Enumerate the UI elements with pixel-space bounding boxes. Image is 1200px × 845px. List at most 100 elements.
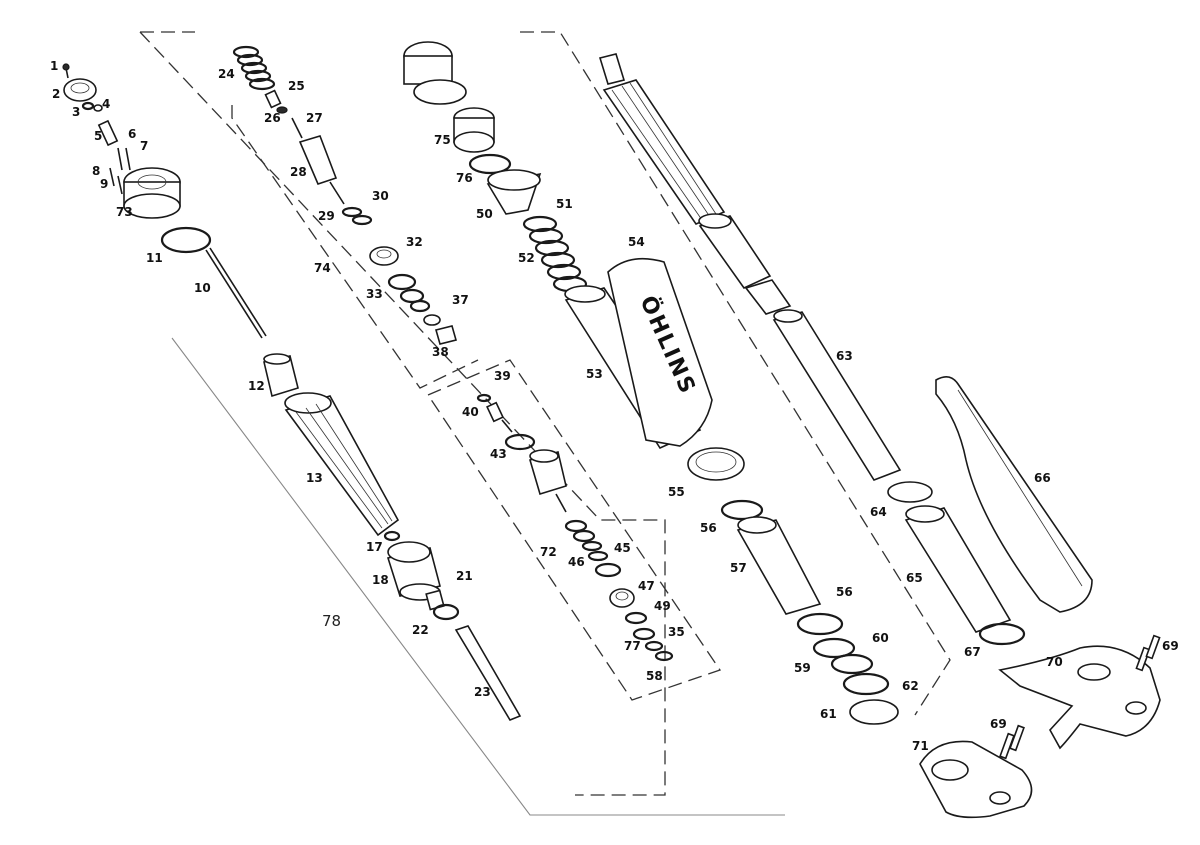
- part-27-needle: [291, 117, 303, 139]
- part-29-shim: [341, 206, 363, 218]
- part-49-ring: [624, 611, 648, 625]
- callout-51: 51: [556, 197, 573, 211]
- outline-right-group: [520, 31, 951, 716]
- part-77-shim: [632, 627, 656, 641]
- right-thread-section: [744, 279, 792, 315]
- callout-67: 67: [964, 645, 981, 659]
- part-58-nut: [654, 650, 674, 662]
- part-62-seal: [849, 699, 899, 725]
- part-65-tube-top: [905, 505, 945, 523]
- callout-45: 45: [614, 541, 631, 555]
- part-8-screw: [109, 167, 115, 187]
- group-74-parts: [232, 45, 457, 345]
- callout-25: 25: [288, 79, 305, 93]
- part-47-piston: [609, 588, 635, 608]
- part-71-bore-b: [989, 791, 1011, 805]
- callout-50: 50: [476, 207, 493, 221]
- part-71-upper-clamp: [919, 740, 1033, 819]
- outline-group-78: [171, 337, 785, 816]
- group-outlines: [139, 31, 951, 816]
- right-upper-tube: [602, 79, 726, 225]
- right-upper-tube-rib-1: [611, 89, 703, 221]
- callout-64: 64: [870, 505, 887, 519]
- part-69-bolt-left-b: [1009, 724, 1025, 752]
- right-column-parts: [598, 53, 1161, 819]
- callout-28: 28: [290, 165, 307, 179]
- callout-13: 13: [306, 471, 323, 485]
- callout-47: 47: [638, 579, 655, 593]
- callout-69: 69: [1162, 639, 1179, 653]
- part-39-ring: [476, 393, 492, 403]
- part-13-rib-1: [295, 411, 383, 529]
- callout-38: 38: [432, 345, 449, 359]
- part-30-shim: [351, 214, 373, 226]
- part-23-rod: [454, 625, 522, 721]
- callout-56: 56: [836, 585, 853, 599]
- callout-61: 61: [820, 707, 837, 721]
- callout-21: 21: [456, 569, 473, 583]
- center-top-cap-base: [413, 79, 467, 105]
- part-63-tube: [772, 311, 902, 481]
- callout-65: 65: [906, 571, 923, 585]
- part-10-rod: [205, 249, 263, 339]
- callout-69: 69: [990, 717, 1007, 731]
- part-73-top-cap-center: [137, 174, 167, 190]
- part-10-rod-b: [209, 247, 267, 337]
- part-7-pin: [125, 147, 131, 171]
- callout-78: 78: [322, 612, 341, 630]
- part-13-rib-3: [315, 403, 393, 522]
- part-12-nut-top: [263, 353, 291, 365]
- part-50-cup-top: [487, 169, 541, 191]
- part-1-screw-head: [62, 63, 70, 71]
- callout-60: 60: [872, 631, 889, 645]
- part-53-tube-top: [564, 285, 606, 303]
- part-40-pin: [501, 419, 513, 433]
- callout-1: 1: [50, 59, 58, 73]
- part-9-screw: [117, 175, 123, 195]
- callout-39: 39: [494, 369, 511, 383]
- part-66-leg: [935, 376, 1093, 613]
- part-28-stem: [329, 181, 345, 205]
- callout-30: 30: [372, 189, 389, 203]
- callout-56: 56: [700, 521, 717, 535]
- part-43-o-ring: [504, 433, 536, 451]
- callout-35: 35: [668, 625, 685, 639]
- callout-71: 71: [912, 739, 929, 753]
- part-67-o-ring: [978, 622, 1026, 646]
- callout-73: 73: [116, 205, 133, 219]
- part-69-bolt-right-b: [1145, 634, 1161, 660]
- callout-8: 8: [92, 164, 100, 178]
- callout-49: 49: [654, 599, 671, 613]
- part-76-ring: [468, 153, 512, 175]
- part-28-piston: [298, 135, 338, 185]
- part-38-nut: [435, 325, 457, 345]
- callout-55: 55: [668, 485, 685, 499]
- part-18-top: [387, 541, 431, 563]
- callout-5: 5: [94, 129, 102, 143]
- callout-70: 70: [1046, 655, 1063, 669]
- part-45-shims: [564, 519, 609, 562]
- part-25-spacer: [264, 89, 282, 109]
- part-47-piston-inner: [615, 591, 629, 601]
- part-69-bolt-right-a: [1135, 646, 1151, 672]
- callout-33: 33: [366, 287, 383, 301]
- part-57-tube: [736, 519, 822, 615]
- part-24-spring: [232, 45, 276, 91]
- callout-43: 43: [490, 447, 507, 461]
- callout-10: 10: [194, 281, 211, 295]
- part-56-ring-upper: [720, 499, 764, 521]
- center-column-parts: ÖHLINS: [403, 41, 899, 725]
- part-5-adjuster: [97, 119, 119, 147]
- part-63-tube-top: [773, 309, 803, 323]
- part-3-washer: [81, 101, 95, 111]
- callout-74: 74: [314, 261, 331, 275]
- callout-63: 63: [836, 349, 853, 363]
- callout-53: 53: [586, 367, 603, 381]
- part-70-lower-clamp: [998, 645, 1161, 750]
- part-46-ring: [594, 562, 622, 578]
- callout-18: 18: [372, 573, 389, 587]
- part-56-ring-lower: [796, 612, 844, 636]
- part-33-ring: [387, 273, 417, 291]
